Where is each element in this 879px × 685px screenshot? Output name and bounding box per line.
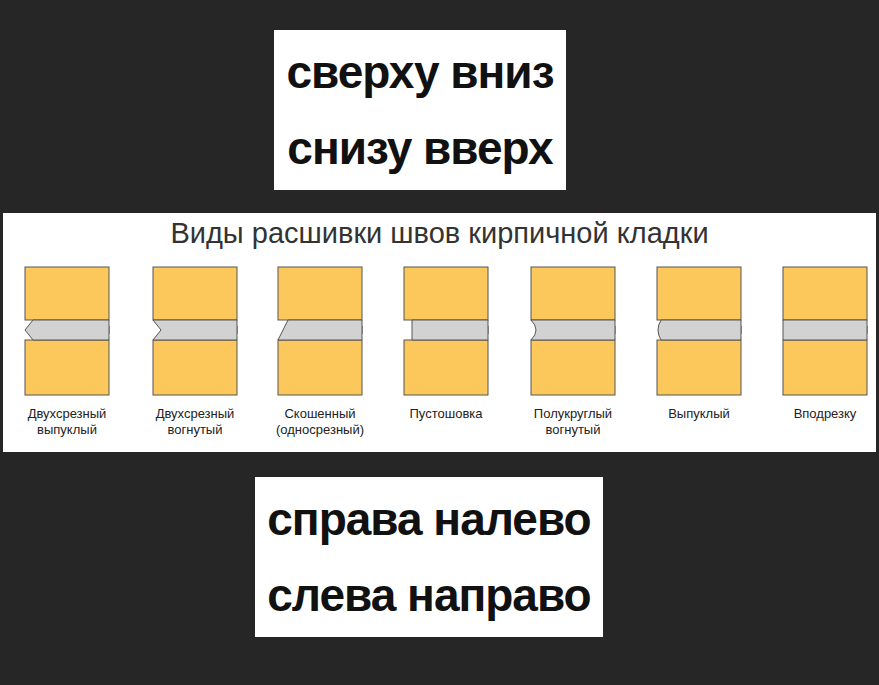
direction-text: слева направо <box>255 557 603 633</box>
joint-caption: Двухсрезный вогнутый <box>136 406 254 438</box>
diagram-panel: Виды расшивки швов кирпичной кладкиДвухс… <box>3 213 876 452</box>
direction-text: справа налево <box>255 481 603 557</box>
direction-text: снизу вверх <box>274 110 566 186</box>
text-box: справа налевослева направо <box>255 477 603 637</box>
joint-caption: Вподрезку <box>794 406 857 422</box>
direction-text: сверху вниз <box>274 34 566 110</box>
joint-caption: Выпуклый <box>668 406 730 422</box>
joint-caption: Пустошовка <box>409 406 482 422</box>
diagram-title: Виды расшивки швов кирпичной кладки <box>3 217 876 250</box>
joint-caption: Полукруглый вогнутый <box>514 406 632 438</box>
joint-caption: Двухсрезный выпуклый <box>8 406 126 438</box>
text-box: сверху внизснизу вверх <box>274 30 566 190</box>
joint-caption: Скошенный (односрезный) <box>261 406 379 438</box>
